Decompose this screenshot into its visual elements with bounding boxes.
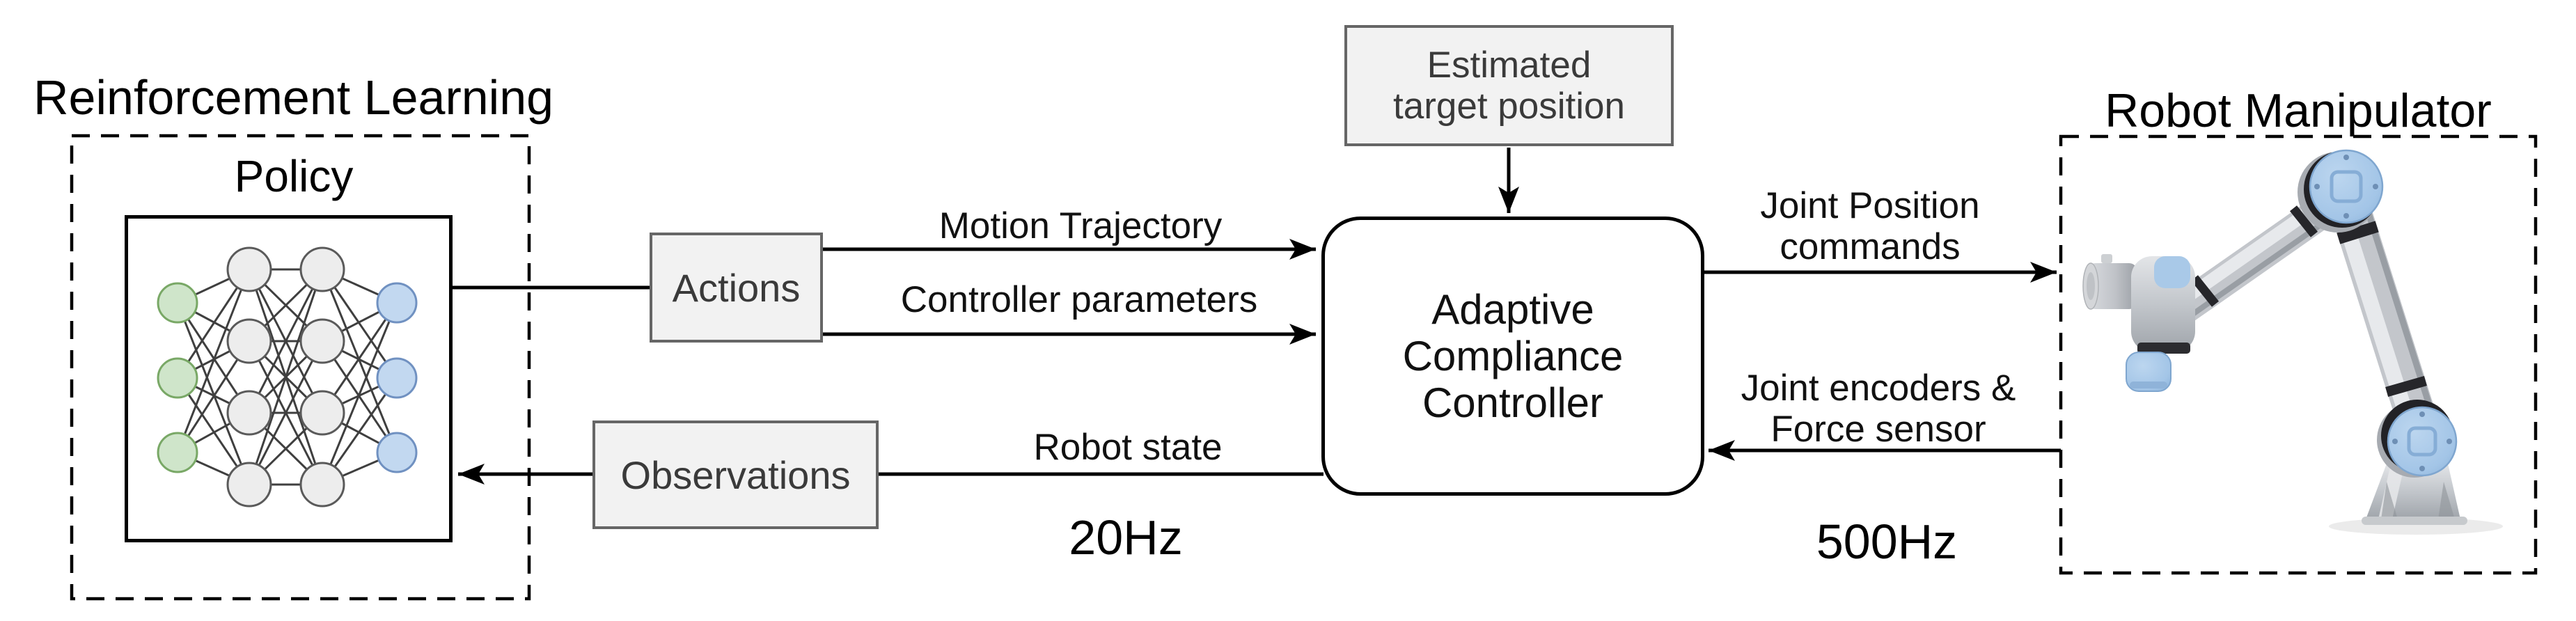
nn-connection — [248, 340, 324, 485]
nn-connection — [176, 269, 251, 453]
nn-node — [376, 357, 418, 399]
nn-node — [299, 462, 345, 508]
joint-position-commands-label: Joint Position commands — [1760, 185, 1980, 268]
nn-connection — [248, 269, 324, 485]
rl-dashed-boundary — [70, 134, 531, 601]
nn-connection — [248, 269, 324, 414]
nn-node — [376, 432, 418, 473]
neural-network-icon — [157, 246, 418, 508]
robot-group-title: Robot Manipulator — [2105, 84, 2492, 137]
joint-encoders-label: Joint encoders & Force sensor — [1741, 368, 2016, 450]
nn-node — [299, 246, 345, 292]
rl-group-title: Reinforcement Learning — [33, 70, 554, 125]
adaptive-compliance-controller-box: Adaptive Compliance Controller — [1321, 217, 1704, 496]
robot-loop-rate: 500Hz — [1816, 514, 1958, 569]
nn-connection — [176, 302, 251, 485]
robot-state-label: Robot state — [1033, 427, 1223, 468]
nn-node — [226, 246, 272, 292]
nn-node — [157, 357, 198, 399]
nn-node — [226, 318, 272, 364]
controller-parameters-label: Controller parameters — [900, 279, 1258, 320]
nn-node — [157, 282, 198, 324]
actions-box: Actions — [650, 233, 823, 343]
nn-connection — [321, 302, 398, 485]
nn-node — [299, 318, 345, 364]
robot-dashed-boundary — [2059, 134, 2538, 575]
policy-label: Policy — [234, 151, 354, 201]
observations-box: Observations — [592, 420, 879, 529]
nn-node — [226, 462, 272, 508]
nn-node — [299, 390, 345, 436]
nn-node — [157, 432, 198, 473]
estimated-target-box: Estimated target position — [1344, 25, 1674, 146]
policy-box — [125, 215, 453, 542]
nn-connection — [321, 269, 398, 453]
robot-arm-icon — [2082, 149, 2503, 535]
policy-loop-rate: 20Hz — [1069, 510, 1183, 565]
nn-node — [226, 390, 272, 436]
motion-trajectory-label: Motion Trajectory — [938, 205, 1223, 246]
nn-node — [376, 282, 418, 324]
